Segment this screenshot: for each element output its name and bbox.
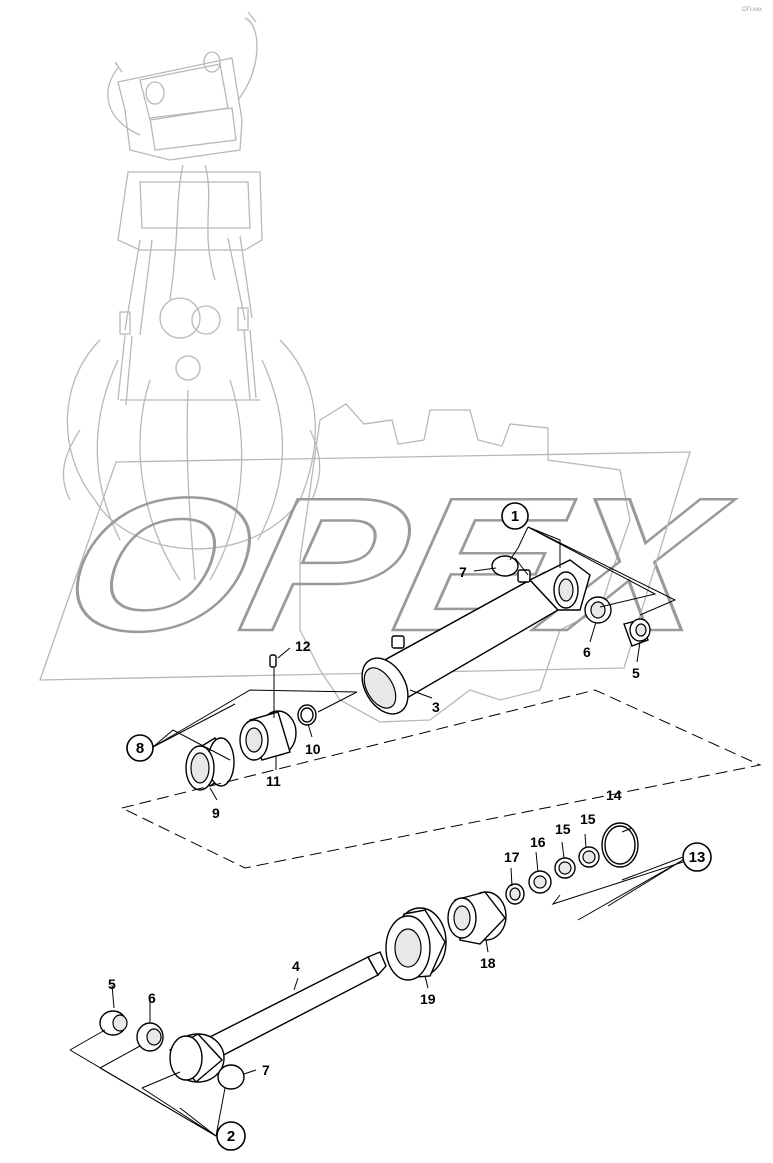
callout-8: 8 <box>126 734 154 762</box>
grapple-ghost-illustration <box>62 11 321 581</box>
part-label-19: 19 <box>420 991 436 1007</box>
part-label-5-bottom: 5 <box>108 976 116 992</box>
callout-2: 2 <box>216 1121 246 1151</box>
leader-lines <box>69 526 684 1137</box>
part-label-10: 10 <box>305 741 321 757</box>
svg-text:1: 1 <box>511 508 519 525</box>
part-label-4: 4 <box>292 958 300 974</box>
part-label-12: 12 <box>295 638 311 654</box>
part-label-6-top: 6 <box>583 644 591 660</box>
part-label-18: 18 <box>480 955 496 971</box>
dashed-group-outline <box>120 689 762 869</box>
part-label-7-top: 7 <box>459 564 467 580</box>
part-label-11: 11 <box>266 773 281 789</box>
part-label-9: 9 <box>212 805 220 821</box>
part-label-15-right: 15 <box>580 811 596 827</box>
callout-13: 13 <box>682 842 712 872</box>
part-label-7-bottom: 7 <box>262 1062 270 1078</box>
part-label-15-left: 15 <box>555 821 571 837</box>
part-label-14: 14 <box>606 787 622 803</box>
part-label-3: 3 <box>432 699 440 715</box>
rod-piston-group <box>99 822 639 1090</box>
cylinder-barrel-assembly <box>361 555 651 715</box>
part-label-17: 17 <box>504 849 520 865</box>
svg-text:13: 13 <box>689 849 706 866</box>
svg-text:2: 2 <box>227 1128 235 1145</box>
callout-1: 1 <box>501 502 529 530</box>
part-label-5-top: 5 <box>632 665 640 681</box>
svg-text:8: 8 <box>136 740 144 757</box>
doc-code: ОП-xxx <box>742 7 762 13</box>
part-label-16: 16 <box>530 834 546 850</box>
part-label-6-bottom: 6 <box>148 990 156 1006</box>
head-gland-group <box>185 654 317 791</box>
